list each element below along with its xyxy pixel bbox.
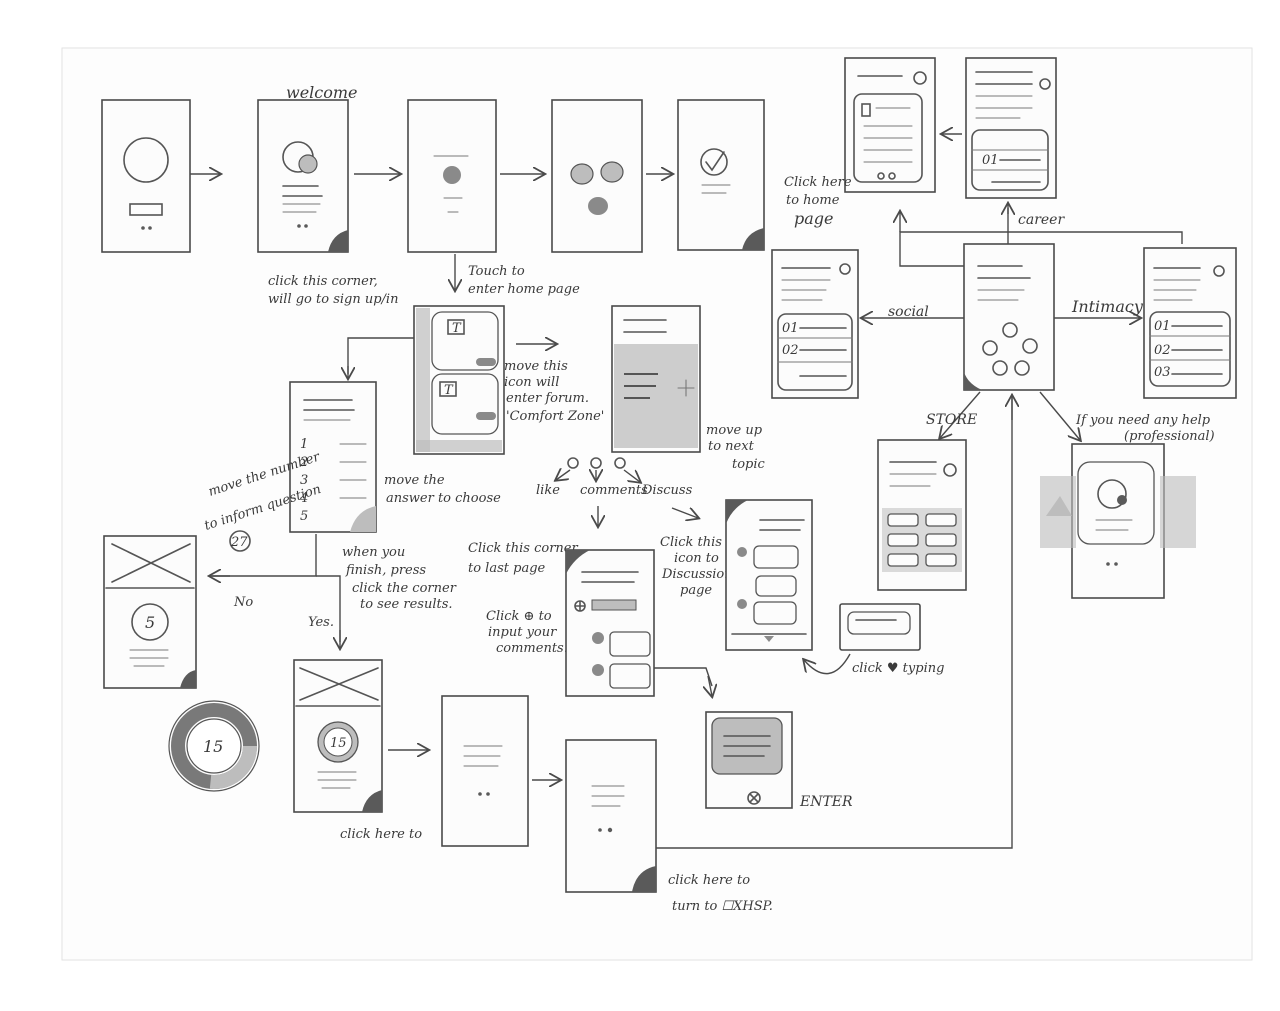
screen-summary-next	[565, 739, 657, 893]
label-click-plus-3: comments.	[496, 641, 568, 656]
intimacy-num-03: 03	[1154, 365, 1171, 380]
label-career: career	[1018, 212, 1065, 228]
label-click-discuss-1: Click this	[660, 535, 722, 550]
screen-forum: T T	[413, 305, 505, 455]
screen-discussion	[725, 499, 813, 651]
label-click-discuss-2: icon to	[674, 551, 719, 566]
screen-intimacy: 01 02 03	[1143, 247, 1237, 399]
label-when-finish-1: when you	[342, 545, 405, 560]
screen-summary	[441, 695, 529, 847]
label-move-answer-2: answer to choose	[386, 491, 501, 506]
label-click-discuss-4: page	[680, 583, 712, 598]
label-click-typing: click ♥ typing	[852, 661, 944, 676]
label-click-corner-2: will go to sign up/in	[268, 292, 398, 307]
label-move-icon-1: move this	[504, 359, 568, 374]
screen-welcome	[257, 99, 349, 253]
label-click-discuss-3: Discussion	[661, 567, 733, 582]
label-move-up-3: topic	[732, 457, 766, 472]
label-when-finish-4: to see results.	[360, 597, 453, 612]
screen-result-yes: 15	[293, 659, 383, 813]
label-when-finish-3: click the corner	[352, 581, 457, 596]
forum-t-icon-1: T	[452, 321, 462, 336]
label-intimacy: Intimacy	[1071, 297, 1144, 316]
label-num-27: 27	[230, 535, 248, 550]
screen-enter	[705, 711, 793, 809]
ring-num-15: 15	[203, 737, 223, 756]
screen-confirm	[677, 99, 765, 251]
social-num-01: 01	[782, 321, 799, 336]
label-welcome: welcome	[286, 83, 358, 102]
label-click-last-2: to last page	[468, 561, 546, 576]
progress-ring: 15	[168, 700, 260, 792]
screen-comments	[565, 549, 655, 697]
label-like: like	[536, 483, 560, 498]
label-when-finish-2: finish, press	[345, 563, 426, 578]
label-move-answer-1: move the	[384, 473, 445, 488]
label-click-last-1: Click this corner	[468, 541, 578, 556]
label-click-plus-2: input your	[488, 625, 557, 640]
screen-home-hub	[963, 243, 1055, 391]
screen-result-no: 5	[103, 535, 197, 689]
label-social: social	[888, 304, 929, 320]
screen-choose-mood	[551, 99, 643, 253]
label-move-icon-2: icon will	[504, 375, 559, 390]
label-click-corner-1: click this corner,	[268, 274, 378, 289]
label-click-home-3: page	[794, 209, 834, 228]
label-help-2: (professional)	[1124, 429, 1215, 444]
label-store: STORE	[926, 412, 977, 428]
label-click-turn-1: click here to	[668, 873, 750, 888]
q-num-3: 3	[300, 473, 308, 488]
label-no: No	[233, 595, 253, 610]
screen-splash	[101, 99, 191, 253]
screen-career-list: 01	[965, 57, 1057, 199]
label-yes: Yes.	[308, 615, 334, 630]
label-click-turn-2: turn to ☐XHSP.	[672, 899, 773, 914]
label-enter: ENTER	[799, 794, 853, 810]
label-move-up-1: move up	[706, 423, 763, 438]
screen-store	[877, 439, 967, 591]
label-move-icon-4: 'Comfort Zone'	[506, 409, 604, 424]
screen-social: 01 02	[771, 249, 859, 399]
q-num-5: 5	[300, 509, 308, 524]
intimacy-num-01: 01	[1154, 319, 1171, 334]
label-move-icon-3: enter forum.	[506, 391, 589, 406]
label-click-home-1: Click here	[784, 175, 852, 190]
result-yes-num: 15	[330, 736, 347, 751]
q-num-2: 2	[299, 455, 308, 470]
screen-topic	[611, 305, 701, 453]
screen-questionnaire: 1 2 3 4 5	[289, 381, 377, 533]
label-move-up-2: to next	[708, 439, 755, 454]
label-touch-1: Touch to	[468, 264, 525, 279]
input-typing-box	[839, 603, 921, 651]
label-touch-2: enter home page	[468, 282, 580, 297]
result-no-num: 5	[145, 613, 155, 632]
screen-career-detail	[844, 57, 936, 193]
social-num-02: 02	[782, 343, 799, 358]
label-click-plus-1: Click ⊕ to	[486, 609, 552, 624]
q-num-1: 1	[300, 437, 308, 452]
label-discuss: Discuss	[641, 483, 693, 498]
label-comments: comments	[580, 483, 648, 498]
screen-loading	[407, 99, 497, 253]
label-click-home-2: to home	[786, 193, 840, 208]
q-num-4: 4	[299, 491, 308, 506]
intimacy-num-02: 02	[1154, 343, 1171, 358]
career-num-01: 01	[982, 153, 999, 168]
label-help-1: If you need any help	[1075, 413, 1211, 428]
screen-professional-help	[1040, 443, 1196, 599]
forum-t-icon-2: T	[444, 383, 454, 398]
label-click-here-to: click here to	[340, 827, 422, 842]
